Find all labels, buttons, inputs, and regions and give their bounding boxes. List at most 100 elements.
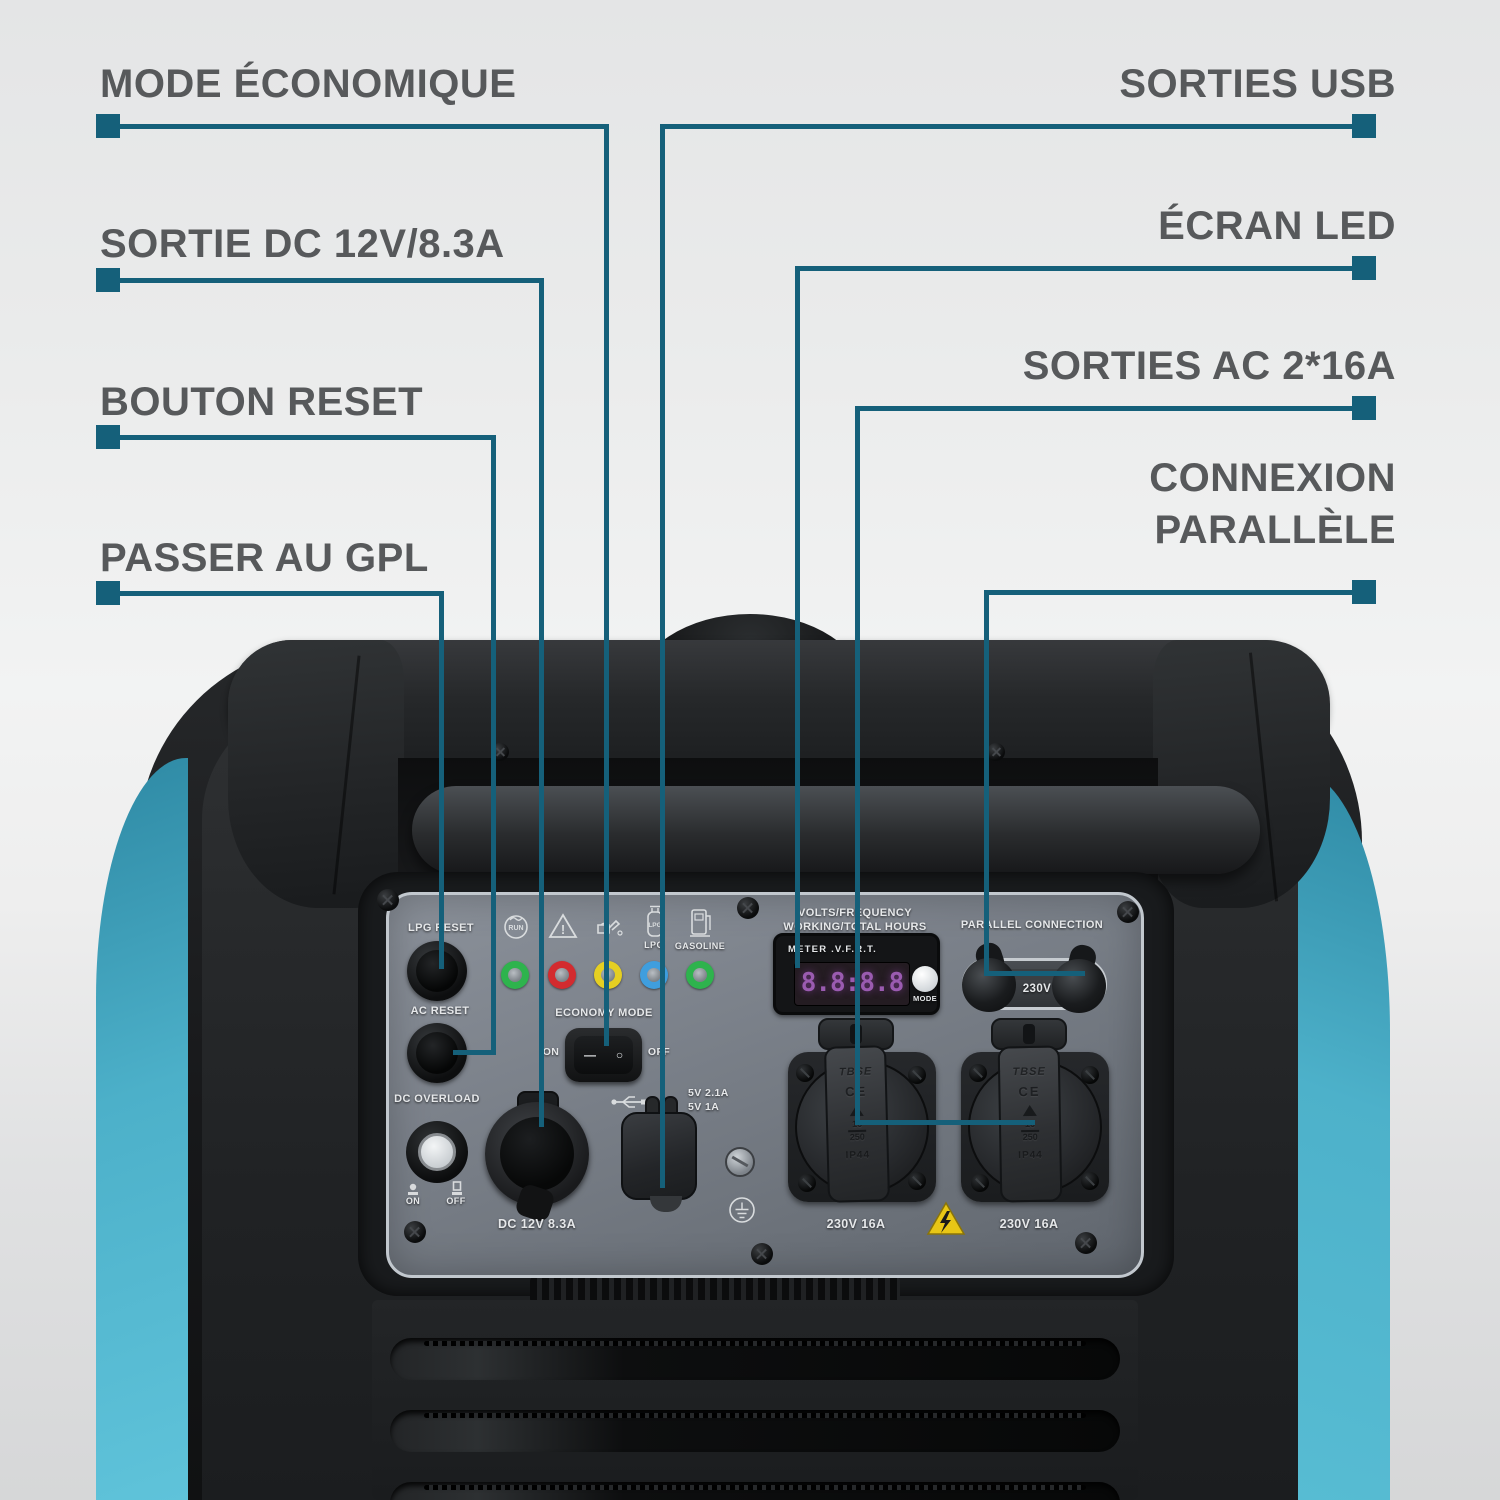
led-meter: METER .V.F.R.T. 8.8:8.8 MODE	[773, 933, 940, 1015]
callout-line-passer-au-gpl	[98, 591, 444, 596]
outlet-screw	[971, 1174, 989, 1192]
ground-terminal-screw	[725, 1147, 755, 1177]
outlet-screw	[1081, 1172, 1099, 1190]
parallel-voltage-label: 230V	[1022, 983, 1052, 995]
outlet-cover-brand: TBSE	[1012, 1065, 1046, 1079]
callout-label-ecran-led: ÉCRAN LED	[1158, 204, 1396, 248]
handle-cap-left	[228, 640, 404, 908]
parallel-connection-label: PARALLEL CONNECTION	[960, 919, 1104, 931]
vent-slot	[390, 1482, 1120, 1500]
outlet-screw	[796, 1064, 814, 1082]
meter-heading: VOLTS/FREQUENCY WORKING/TOTAL HOURS	[783, 907, 927, 933]
warning-led	[548, 961, 576, 989]
rocker-off-mark: ○	[615, 1048, 624, 1062]
lpg-reset-button	[407, 941, 467, 1001]
parallel-terminal-right	[1052, 959, 1106, 1013]
carry-handle-grip	[412, 786, 1260, 874]
outlet-screw	[798, 1174, 816, 1192]
callout-endpoint	[96, 114, 120, 138]
outlet-cover-ce-mark: CE	[1018, 1083, 1041, 1100]
callout-line-connexion-parallele	[987, 590, 1354, 595]
ac-outlet-left: TBSE CE 16 250 IP44	[788, 1018, 936, 1203]
callout-line-sorties-ac	[858, 406, 1354, 411]
callout-line-mode-economique	[98, 124, 609, 129]
usb-rating-line2: 5V 1A	[688, 1101, 720, 1113]
callout-line-sortie-dc	[98, 278, 544, 283]
teal-accent-right	[1296, 772, 1390, 1500]
economy-on-label: ON	[542, 1046, 560, 1058]
gasoline-indicator-label: GASOLINE	[674, 941, 726, 951]
breaker-on-icon	[408, 1183, 418, 1195]
run-led	[501, 961, 529, 989]
dc-overload-breaker	[406, 1121, 468, 1183]
teal-accent-left	[96, 758, 188, 1500]
meter-display: 8.8:8.8	[794, 962, 910, 1006]
handle-top-bar	[228, 640, 1328, 770]
svg-text:LPG: LPG	[648, 922, 661, 929]
oil-indicator-icon	[592, 909, 626, 943]
panel-screw	[737, 897, 759, 919]
callout-line-ecran-led	[795, 266, 800, 968]
callout-line-mode-economique	[604, 124, 609, 1046]
panel-screw	[1075, 1232, 1097, 1254]
usb-port-flap	[621, 1112, 697, 1200]
callout-line-ecran-led	[797, 266, 1354, 271]
callout-endpoint	[1352, 396, 1376, 420]
callout-line-connexion-parallele	[984, 971, 1085, 976]
callout-label-sortie-dc: SORTIE DC 12V/8.3A	[100, 222, 505, 266]
panel-screw	[1117, 901, 1139, 923]
warning-indicator-icon: !	[546, 909, 580, 943]
callout-line-bouton-reset	[453, 1050, 496, 1055]
callout-endpoint	[96, 425, 120, 449]
callout-line-sorties-ac	[855, 1120, 1035, 1125]
usb-rating-line1: 5V 2.1A	[688, 1087, 729, 1099]
economy-off-label: OFF	[647, 1046, 671, 1058]
lpg-indicator-label: LPG	[644, 940, 664, 950]
vent-slat-strip	[530, 1277, 900, 1303]
callout-endpoint	[96, 581, 120, 605]
callout-endpoint	[1352, 114, 1376, 138]
callout-line-bouton-reset	[98, 435, 496, 440]
callout-label-bouton-reset: BOUTON RESET	[100, 380, 424, 424]
ground-icon	[729, 1197, 755, 1223]
warning-triangle-icon	[926, 1201, 966, 1235]
callout-label-sorties-ac: SORTIES AC 2*16A	[1022, 344, 1396, 388]
ac-reset-label: AC RESET	[410, 1005, 470, 1017]
callout-label-connexion-parallele: CONNEXION PARALLÈLE	[1149, 456, 1396, 552]
outlet-screw	[908, 1172, 926, 1190]
panel-screw	[751, 1243, 773, 1265]
vent-slot	[390, 1338, 1120, 1380]
callout-line-sorties-usb	[662, 124, 1354, 129]
dc-output-label: DC 12V 8.3A	[497, 1217, 577, 1231]
lpg-indicator-icon: LPG	[638, 903, 672, 937]
rocker-on-mark: —	[583, 1048, 596, 1062]
callout-line-sorties-ac	[855, 406, 860, 1122]
panel-screw	[404, 1221, 426, 1243]
ac-outlet-right: TBSE CE 16 250 IP44	[961, 1018, 1109, 1203]
control-panel: LPG RESET AC RESET DC OVERLOAD ON OFF RU…	[386, 892, 1144, 1278]
gasoline-indicator-icon	[684, 903, 718, 937]
ac-outlet-right-label: 230V 16A	[999, 1217, 1059, 1231]
svg-text:RUN: RUN	[508, 925, 523, 932]
usb-flap-tab	[650, 1196, 682, 1212]
callout-line-passer-au-gpl	[439, 591, 444, 969]
outlet-cover-warning-icon	[1022, 1104, 1037, 1117]
usb-icon	[611, 1096, 646, 1108]
parallel-terminal-left	[962, 958, 1016, 1012]
breaker-off-label: OFF	[446, 1196, 466, 1206]
breaker-on-label: ON	[405, 1196, 421, 1206]
panel-screw	[377, 889, 399, 911]
callout-label-sorties-usb: SORTIES USB	[1119, 62, 1396, 106]
svg-text:!: !	[561, 922, 565, 937]
callout-endpoint	[1352, 256, 1376, 280]
outlet-screw	[908, 1066, 926, 1084]
economy-mode-label: ECONOMY MODE	[555, 1007, 653, 1019]
callout-line-sorties-usb	[660, 124, 665, 1188]
vent-slot	[390, 1410, 1120, 1452]
outlet-cover-hinge	[991, 1018, 1067, 1050]
dc-overload-label: DC OVERLOAD	[394, 1093, 480, 1105]
meter-brand: METER .V.F.R.T.	[788, 944, 877, 955]
outlet-cover-ip-rating: IP44	[1018, 1149, 1043, 1162]
callout-line-bouton-reset	[491, 435, 496, 1055]
